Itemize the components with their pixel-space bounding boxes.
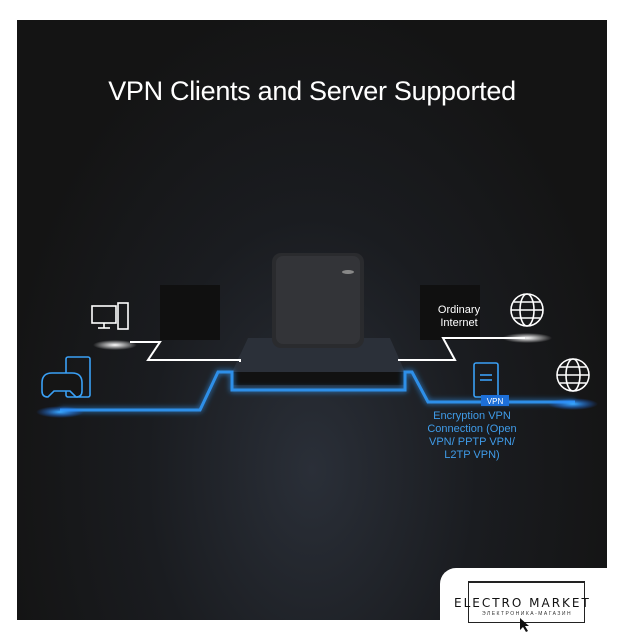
platform-edge (232, 372, 405, 385)
vpn-badge-label: VPN (486, 397, 504, 406)
gaming-spot (36, 406, 84, 418)
vpn-line (60, 370, 575, 412)
ordinary-internet-label: Ordinary Internet (437, 304, 481, 329)
router-device (272, 253, 364, 348)
shelf-left (160, 285, 220, 340)
vpn-server-icon (473, 362, 499, 398)
brand-name: ELECTRO MARKET (454, 596, 591, 610)
electro-market-watermark: ELECTRO MARKET ЭЛЕКТРОНИКА-МАГАЗИН (440, 568, 640, 640)
logo-frame (468, 581, 585, 623)
page-title: VPN Clients and Server Supported (108, 76, 516, 106)
game-controller-server-icon (41, 356, 91, 398)
ordinary-line-left (130, 341, 241, 362)
network-diagram (36, 253, 598, 418)
ordinary-line-right (398, 337, 525, 361)
vpn-connection-label: Encryption VPN Connection (Open VPN/ PPT… (427, 410, 517, 461)
shelf-right (420, 285, 480, 340)
globe-icon-ordinary (510, 293, 544, 327)
cursor-icon (520, 618, 529, 632)
brand-tagline: ЭЛЕКТРОНИКА-МАГАЗИН (482, 611, 573, 617)
desktop-computer-icon (91, 302, 129, 330)
vpn-globe-spot (548, 398, 598, 410)
ordinary-globe-spot (502, 333, 552, 343)
router-platform (232, 338, 405, 372)
desktop-spot (93, 340, 137, 350)
vpn-badge (481, 395, 509, 406)
promo-panel: VPN Clients and Server Supported (17, 20, 607, 620)
globe-icon-vpn (556, 358, 590, 392)
